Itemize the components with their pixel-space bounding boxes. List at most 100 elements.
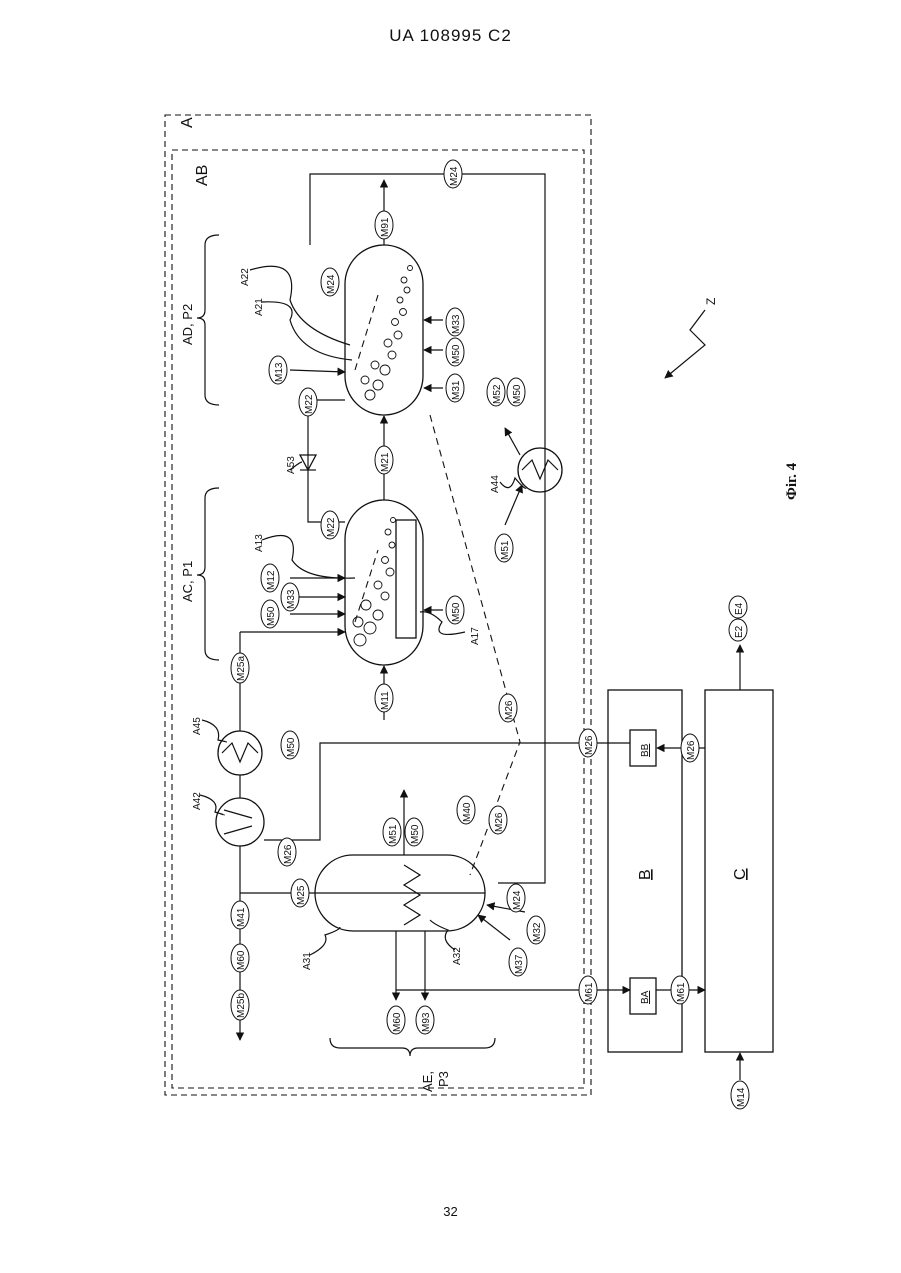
svg-text:M24: M24 [449,166,460,186]
tag-e4: E4 [729,596,747,618]
heat-exchanger-a44 [518,448,562,492]
component-a53: A53 [286,456,297,474]
svg-text:M26: M26 [283,844,294,864]
component-a42: A42 [192,792,203,810]
tag-m24a: M24 [444,160,462,188]
svg-text:M26: M26 [504,700,515,720]
tag-m26b: M26 [579,729,597,757]
tag-m24c: M24 [507,884,525,912]
brace-ad-p2 [197,235,219,405]
tag-m22b: M22 [321,511,339,539]
component-a21: A21 [254,298,265,316]
component-a22: A22 [240,268,251,286]
tag-m25b: M25b [231,990,249,1020]
component-a32: A32 [452,947,463,965]
component-z: Z [704,298,718,305]
svg-text:M11: M11 [380,691,391,710]
tag-m50f: M50 [405,818,423,846]
svg-text:M25: M25 [296,885,307,905]
tag-m91: M91 [375,211,393,239]
svg-text:M25b: M25b [236,993,247,1018]
tag-m14: M14 [731,1081,749,1109]
page-number: 32 [0,1204,901,1219]
label-c: C [732,868,749,880]
svg-text:M50: M50 [451,602,462,622]
svg-text:M50: M50 [410,824,421,844]
svg-text:M26: M26 [686,740,697,760]
svg-text:E4: E4 [734,602,745,615]
svg-text:M32: M32 [532,922,543,942]
tag-m37: M37 [509,948,527,976]
label-p3: P3 [436,1071,451,1087]
svg-text:E2: E2 [734,625,745,638]
svg-text:M25a: M25a [236,656,247,681]
svg-text:M51: M51 [500,540,511,560]
tag-m13: M13 [269,356,287,384]
tag-m21: M21 [375,446,393,474]
tag-m11: M11 [375,684,393,712]
svg-text:M12: M12 [266,570,277,590]
svg-text:M61: M61 [676,982,687,1002]
tag-m51a: M51 [495,534,513,562]
svg-text:M50: M50 [286,737,297,757]
tag-m50c: M50 [261,600,279,628]
tag-m61b: M61 [671,976,689,1004]
svg-text:M93: M93 [421,1012,432,1032]
heat-exchanger-a45 [218,731,262,775]
svg-text:M21: M21 [380,452,391,472]
tag-m22a: M22 [299,388,317,416]
figure-body: A AB AD, P2 AC, P1 AE, P3 [165,115,800,1109]
brace-ae-p3 [330,1038,495,1056]
tag-m26a: M26 [499,694,517,722]
svg-text:M33: M33 [451,314,462,334]
label-bb: BB [640,743,651,757]
compressor-a42 [216,798,264,846]
tag-m33b: M33 [281,583,299,611]
svg-text:M37: M37 [514,954,525,974]
tag-m26d: M26 [489,806,507,834]
tag-m26e: M26 [278,838,296,866]
label-ac-p1: AC, P1 [180,561,195,602]
svg-text:M22: M22 [326,517,337,537]
svg-text:M91: M91 [380,217,391,237]
tag-m50e: M50 [281,731,299,759]
tag-m26c: M26 [681,734,699,762]
tag-m33a: M33 [446,308,464,336]
svg-text:M33: M33 [286,589,297,609]
svg-text:M50: M50 [451,344,462,364]
tag-m93: M93 [416,1006,434,1034]
component-a31: A31 [302,952,313,970]
tag-m61a: M61 [579,976,597,1004]
component-a17: A17 [470,627,481,645]
svg-text:M26: M26 [494,812,505,832]
tag-m50a: M50 [446,338,464,366]
svg-text:M41: M41 [236,907,247,927]
tag-e2: E2 [729,619,747,641]
tag-m60a: M60 [231,944,249,972]
svg-text:M50: M50 [266,606,277,626]
svg-text:M61: M61 [584,982,595,1002]
component-a45: A45 [192,717,203,735]
svg-text:M31: M31 [451,380,462,400]
svg-text:M24: M24 [326,274,337,294]
tag-m25a: M25a [231,653,249,683]
svg-text:M50: M50 [512,384,523,404]
tag-m32: M32 [527,916,545,944]
tag-m60b: M60 [387,1006,405,1034]
label-a: A [179,117,196,128]
svg-text:M14: M14 [736,1087,747,1107]
tag-m50b: M50 [507,378,525,406]
tag-m12: M12 [261,564,279,592]
svg-text:M52: M52 [492,384,503,404]
tag-m41: M41 [231,901,249,929]
label-ab: AB [194,165,211,186]
tag-m25: M25 [291,879,309,907]
tag-m24b: M24 [321,268,339,296]
svg-text:M13: M13 [274,362,285,382]
internal-a17 [396,520,416,638]
tag-m50d: M50 [446,596,464,624]
label-ba: BA [640,990,651,1004]
tag-m51b: M51 [383,818,401,846]
component-a13: A13 [254,534,265,552]
